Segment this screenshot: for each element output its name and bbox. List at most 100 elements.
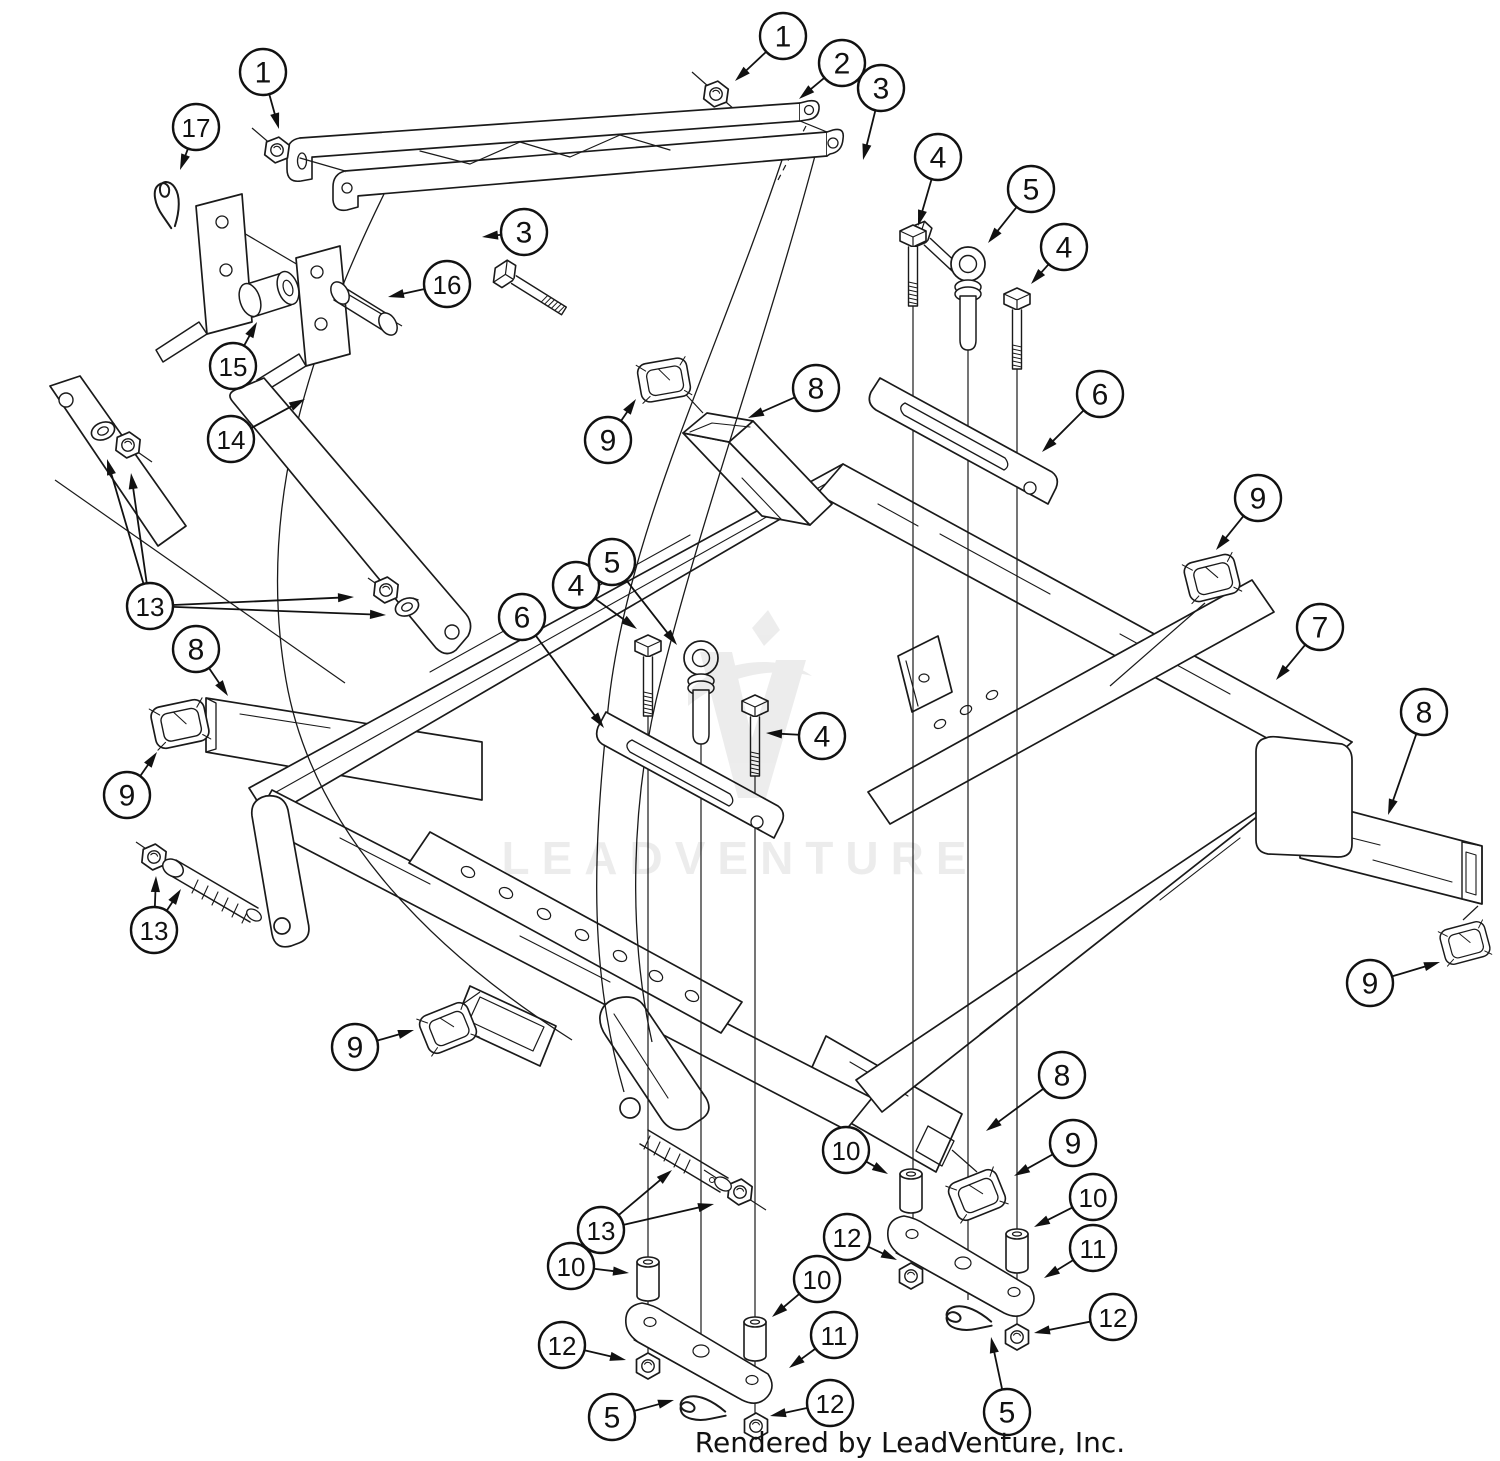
leader-arrowhead bbox=[215, 680, 228, 696]
leader-arrowhead bbox=[799, 85, 815, 99]
callout-number: 9 bbox=[1362, 968, 1379, 1001]
callout-number: 9 bbox=[347, 1032, 364, 1065]
callout-number: 5 bbox=[604, 1402, 621, 1435]
callout-number: 4 bbox=[930, 142, 947, 175]
callout-5[interactable]: 5 bbox=[587, 537, 677, 645]
callout-number: 1 bbox=[255, 57, 272, 90]
callout-5[interactable]: 5 bbox=[982, 1337, 1032, 1437]
leader-arrowhead bbox=[988, 227, 1002, 243]
callout-number: 12 bbox=[1099, 1303, 1128, 1333]
callout-13[interactable]: 13 bbox=[129, 876, 181, 955]
bumper-plate-right bbox=[1255, 735, 1353, 858]
leader-arrowhead bbox=[1031, 268, 1046, 284]
callout-8[interactable]: 8 bbox=[748, 363, 841, 418]
callout-9[interactable]: 9 bbox=[583, 399, 636, 465]
callout-number: 9 bbox=[600, 425, 617, 458]
callout-16[interactable]: 16 bbox=[388, 259, 472, 309]
leadventure-v-logo bbox=[688, 610, 812, 798]
callout-number: 16 bbox=[433, 270, 462, 300]
callout-1[interactable]: 1 bbox=[735, 11, 808, 81]
callout-9[interactable]: 9 bbox=[330, 1022, 414, 1072]
callout-5[interactable]: 5 bbox=[988, 164, 1056, 243]
leader-arrowhead bbox=[1014, 1164, 1031, 1176]
callout-number: 2 bbox=[834, 48, 851, 81]
callout-4[interactable]: 4 bbox=[551, 560, 637, 629]
callout-8[interactable]: 8 bbox=[171, 624, 228, 696]
callout-12[interactable]: 12 bbox=[822, 1212, 897, 1262]
hairpin-cotter bbox=[943, 1303, 995, 1335]
callout-13[interactable]: 13 bbox=[107, 459, 386, 631]
callout-9[interactable]: 9 bbox=[1216, 473, 1283, 550]
hex-nut bbox=[701, 78, 731, 110]
tube-cap bbox=[1437, 919, 1493, 967]
leader-arrowhead bbox=[107, 459, 116, 476]
leader-arrowhead bbox=[770, 1408, 787, 1418]
callout-6[interactable]: 6 bbox=[497, 592, 604, 728]
callout-number: 5 bbox=[999, 1397, 1016, 1430]
leader-arrowhead bbox=[397, 1030, 414, 1039]
leader-arrowhead bbox=[1423, 962, 1440, 972]
callout-9[interactable]: 9 bbox=[1014, 1118, 1098, 1176]
callout-12[interactable]: 12 bbox=[1034, 1292, 1138, 1342]
callout-number: 17 bbox=[182, 113, 211, 143]
leader-arrowhead bbox=[623, 399, 636, 415]
hairpin-cotter bbox=[677, 1393, 729, 1425]
frame-punched-bar bbox=[408, 831, 743, 1034]
callout-number: 11 bbox=[1080, 1234, 1107, 1264]
callout-13[interactable]: 13 bbox=[576, 1170, 714, 1255]
leader-arrowhead bbox=[862, 143, 872, 160]
frame-weldment bbox=[205, 412, 1483, 1173]
sway-bracket bbox=[868, 377, 1059, 505]
leader-arrowhead bbox=[612, 1266, 629, 1276]
callout-17[interactable]: 17 bbox=[171, 102, 221, 170]
callout-15[interactable]: 15 bbox=[208, 322, 258, 391]
watermark: LEADVENTURE bbox=[501, 610, 978, 884]
callout-2[interactable]: 2 bbox=[799, 38, 867, 99]
spacer-bushing bbox=[636, 1256, 660, 1302]
leader-arrowhead bbox=[1216, 534, 1230, 550]
callout-5[interactable]: 5 bbox=[587, 1392, 674, 1442]
sway-bracket bbox=[595, 711, 785, 839]
leader-arrowhead bbox=[1042, 437, 1057, 452]
callout-4[interactable]: 4 bbox=[766, 711, 847, 761]
hex-bolt bbox=[1003, 287, 1031, 370]
callout-4[interactable]: 4 bbox=[1031, 222, 1089, 284]
callout-9[interactable]: 9 bbox=[1345, 958, 1440, 1008]
callout-number: 10 bbox=[803, 1265, 832, 1295]
callout-10[interactable]: 10 bbox=[1034, 1172, 1118, 1227]
leader-arrowhead bbox=[609, 1351, 626, 1361]
callout-9[interactable]: 9 bbox=[102, 752, 157, 820]
mounting-plate bbox=[887, 1215, 1035, 1317]
hex-nut bbox=[635, 1352, 661, 1380]
callout-7[interactable]: 7 bbox=[1276, 602, 1345, 680]
leader-arrowhead bbox=[388, 289, 405, 299]
callout-3[interactable]: 3 bbox=[482, 207, 549, 257]
callout-11[interactable]: 11 bbox=[789, 1310, 859, 1368]
callout-10[interactable]: 10 bbox=[546, 1241, 629, 1291]
callout-11[interactable]: 11 bbox=[1044, 1223, 1118, 1278]
callout-number: 12 bbox=[816, 1389, 845, 1419]
callout-10[interactable]: 10 bbox=[821, 1125, 888, 1175]
callout-1[interactable]: 1 bbox=[238, 47, 288, 129]
watermark-text: LEADVENTURE bbox=[501, 832, 978, 884]
callout-6[interactable]: 6 bbox=[1042, 369, 1125, 452]
leader-arrowhead bbox=[144, 752, 157, 768]
callout-12[interactable]: 12 bbox=[770, 1378, 855, 1428]
callout-number: 10 bbox=[832, 1136, 861, 1166]
hex-nut bbox=[1004, 1323, 1030, 1351]
callout-8[interactable]: 8 bbox=[1388, 687, 1449, 815]
leader-arrowhead bbox=[989, 1337, 999, 1354]
callout-number: 13 bbox=[587, 1216, 616, 1246]
parts bbox=[49, 78, 1493, 1440]
callout-8[interactable]: 8 bbox=[986, 1050, 1087, 1131]
callout-4[interactable]: 4 bbox=[913, 132, 963, 226]
leader-arrowhead bbox=[621, 615, 637, 629]
callout-10[interactable]: 10 bbox=[772, 1254, 842, 1317]
leader-arrowhead bbox=[270, 112, 280, 129]
footer-credit: Rendered by LeadVenture, Inc. bbox=[695, 1426, 1125, 1459]
callout-14[interactable]: 14 bbox=[206, 399, 305, 464]
callout-12[interactable]: 12 bbox=[537, 1320, 626, 1370]
callout-3[interactable]: 3 bbox=[856, 63, 906, 160]
